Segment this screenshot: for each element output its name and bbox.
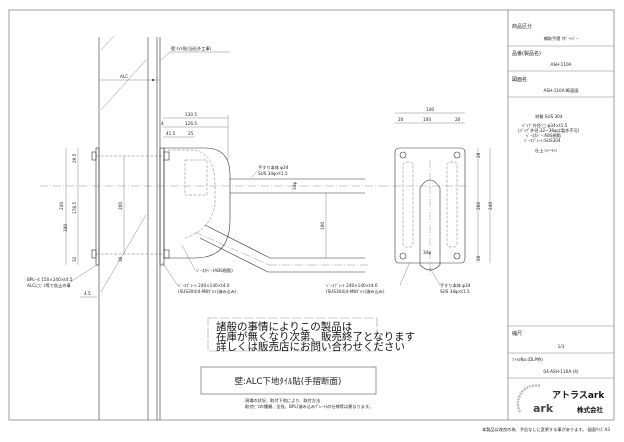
dim-pipe-34: 34φ	[292, 182, 297, 190]
base-cover	[163, 147, 231, 259]
dim-100-pipe: 100	[320, 222, 325, 230]
dim-178-5: 178.5	[72, 202, 77, 214]
part-no-value: ASH-110A	[550, 62, 571, 67]
svg-text:アトラスark: アトラスark	[552, 390, 605, 401]
dim-25: 25	[188, 131, 194, 136]
front-dim-240: 240	[488, 202, 493, 210]
drawing-name-label: 図面名	[512, 76, 527, 83]
dim-4-5: 4.5	[84, 291, 91, 296]
front-dim-140: 140	[426, 107, 434, 112]
wall-label: 壁:ﾀｲﾙ貼(当社外工事)	[171, 45, 212, 52]
notice-line: 諸般の事情によりこの製品は	[216, 320, 352, 333]
small-note: 取付ﾋﾞｽの種類、全長、BPL(溶み込みﾌﾟﾚｰﾄ)の仕様等は異なります。	[245, 403, 373, 410]
front-base-plate-spec: (SUS304)4-M8ﾎﾞﾙﾄ(溶み込み)	[326, 288, 385, 295]
dim-4: 4	[161, 121, 164, 126]
front-handrail-label: 手すり本体 φ34	[440, 282, 471, 289]
category-label: 商品区分	[512, 23, 532, 30]
alc-label: ALC	[120, 74, 128, 79]
dim-100: 100	[63, 224, 68, 232]
front-dim-20b: 20	[455, 117, 461, 122]
part-no-label: 品番(製品名)	[512, 50, 541, 57]
dim-32: 32	[72, 256, 77, 262]
drawing-name-value: ASH-110A:断面図	[544, 87, 579, 94]
spec-line: 仕上:ﾍｱｰﾗｲﾝ	[535, 147, 557, 154]
caption-box	[200, 366, 377, 395]
dim-126-5: 126.5	[185, 121, 197, 126]
bpl-label: BPL-ｯt 150×240×t4.5	[27, 277, 73, 282]
dim-130-5: 130.5	[185, 112, 197, 117]
front-handrail-spec: SUS 34φ×t1.5	[440, 289, 470, 294]
scale-value: 1/3	[558, 344, 565, 349]
company-logo: ark アトラスark 株式会社	[516, 384, 605, 415]
front-pipe-dim: 34φ	[423, 250, 431, 255]
spec-line: ﾍﾞｰｽｶﾊﾞｰ:ABS樹脂	[526, 132, 561, 139]
base-plate-label: ﾍﾞｰｽﾌﾟﾚｰﾄ 240×140×t4.0	[178, 282, 230, 289]
dim-240: 240	[59, 202, 64, 210]
spec-line: ﾍﾞｰｽﾌﾟﾚｰﾄ:SUS304	[524, 137, 561, 144]
small-note: 現場の状況、取付下地により、取付方法	[245, 397, 320, 404]
spec-line: (ﾊﾟｲﾌﾟ外径:32~38φは製作不可)	[518, 127, 580, 134]
bpl-note: ALCにﾋﾞｽ等で仮止の事	[27, 282, 71, 289]
spec-line: ﾊﾟｲﾌﾟ外径:□ φ34×t1.5	[522, 122, 568, 129]
base-cover-label: ﾍﾞｰｽｶﾊﾞｰ(ABS樹脂)	[196, 267, 233, 274]
footer-note: 本製品は改良の為、予告なしに変更する事があります。:図面ｻｲｽﾞA3	[482, 426, 610, 433]
drawing-caption: 壁:ALC下地ﾀｲﾙ貼(手摺断面)	[235, 376, 342, 387]
notice-line: 詳しくは販売店にお問い合わせください	[216, 340, 405, 353]
scale-label: 縮尺	[512, 330, 522, 337]
file-no-value: 04-ASH-110A-(4)	[543, 369, 579, 374]
spec-line: 材質:SUS 304	[535, 113, 563, 120]
title-block: 商品区分 補助手摺 ｻﾎﾟｰﾄﾊﾞｰ 品番(製品名) ASH-110A 図面名 …	[508, 23, 614, 415]
notice-line: 在庫が無くなり次第、販売終了となります	[216, 330, 415, 343]
dim-30: 30	[118, 256, 123, 262]
dim-41-5: 41.5	[166, 131, 176, 136]
handrail-label: 手すり本体 φ34	[258, 164, 289, 171]
handrail-spec: SUS 34φ×t1.5	[258, 171, 288, 176]
svg-text:株式会社: 株式会社	[577, 405, 604, 414]
front-dim-100: 100	[423, 117, 431, 122]
file-no-label: ﾌｧｲﾙNo.(DLP時)	[512, 357, 543, 363]
dim-29-5: 29.5	[72, 153, 77, 163]
front-dim-20a: 20	[398, 117, 404, 122]
base-plate-spec: (SUS304)4-M8ﾎﾞﾙﾄ(溶み込み)	[178, 288, 237, 295]
sheet-frame	[8, 9, 615, 421]
discontinued-notice-box	[207, 317, 378, 352]
svg-text:ark: ark	[533, 402, 554, 415]
side-section-drawing: ALC 壁:ﾀｲﾙ貼(当社外工事) 130.5 126.5 4 41.5 25 …	[27, 35, 380, 420]
front-dim-20d: 20	[476, 255, 481, 261]
front-view-drawing: 34φ 140 20 100 20 20 200 20 240 ﾍﾞｰｽﾌﾟﾚｰ…	[326, 107, 493, 295]
front-dim-20c: 20	[476, 152, 481, 158]
dim-200: 200	[118, 202, 123, 210]
front-base-plate-label: ﾍﾞｰｽﾌﾟﾚｰﾄ 240×140×t4.0	[326, 282, 378, 289]
category-value: 補助手摺 ｻﾎﾟｰﾄﾊﾞｰ	[544, 35, 579, 42]
front-dim-200: 200	[476, 202, 481, 210]
